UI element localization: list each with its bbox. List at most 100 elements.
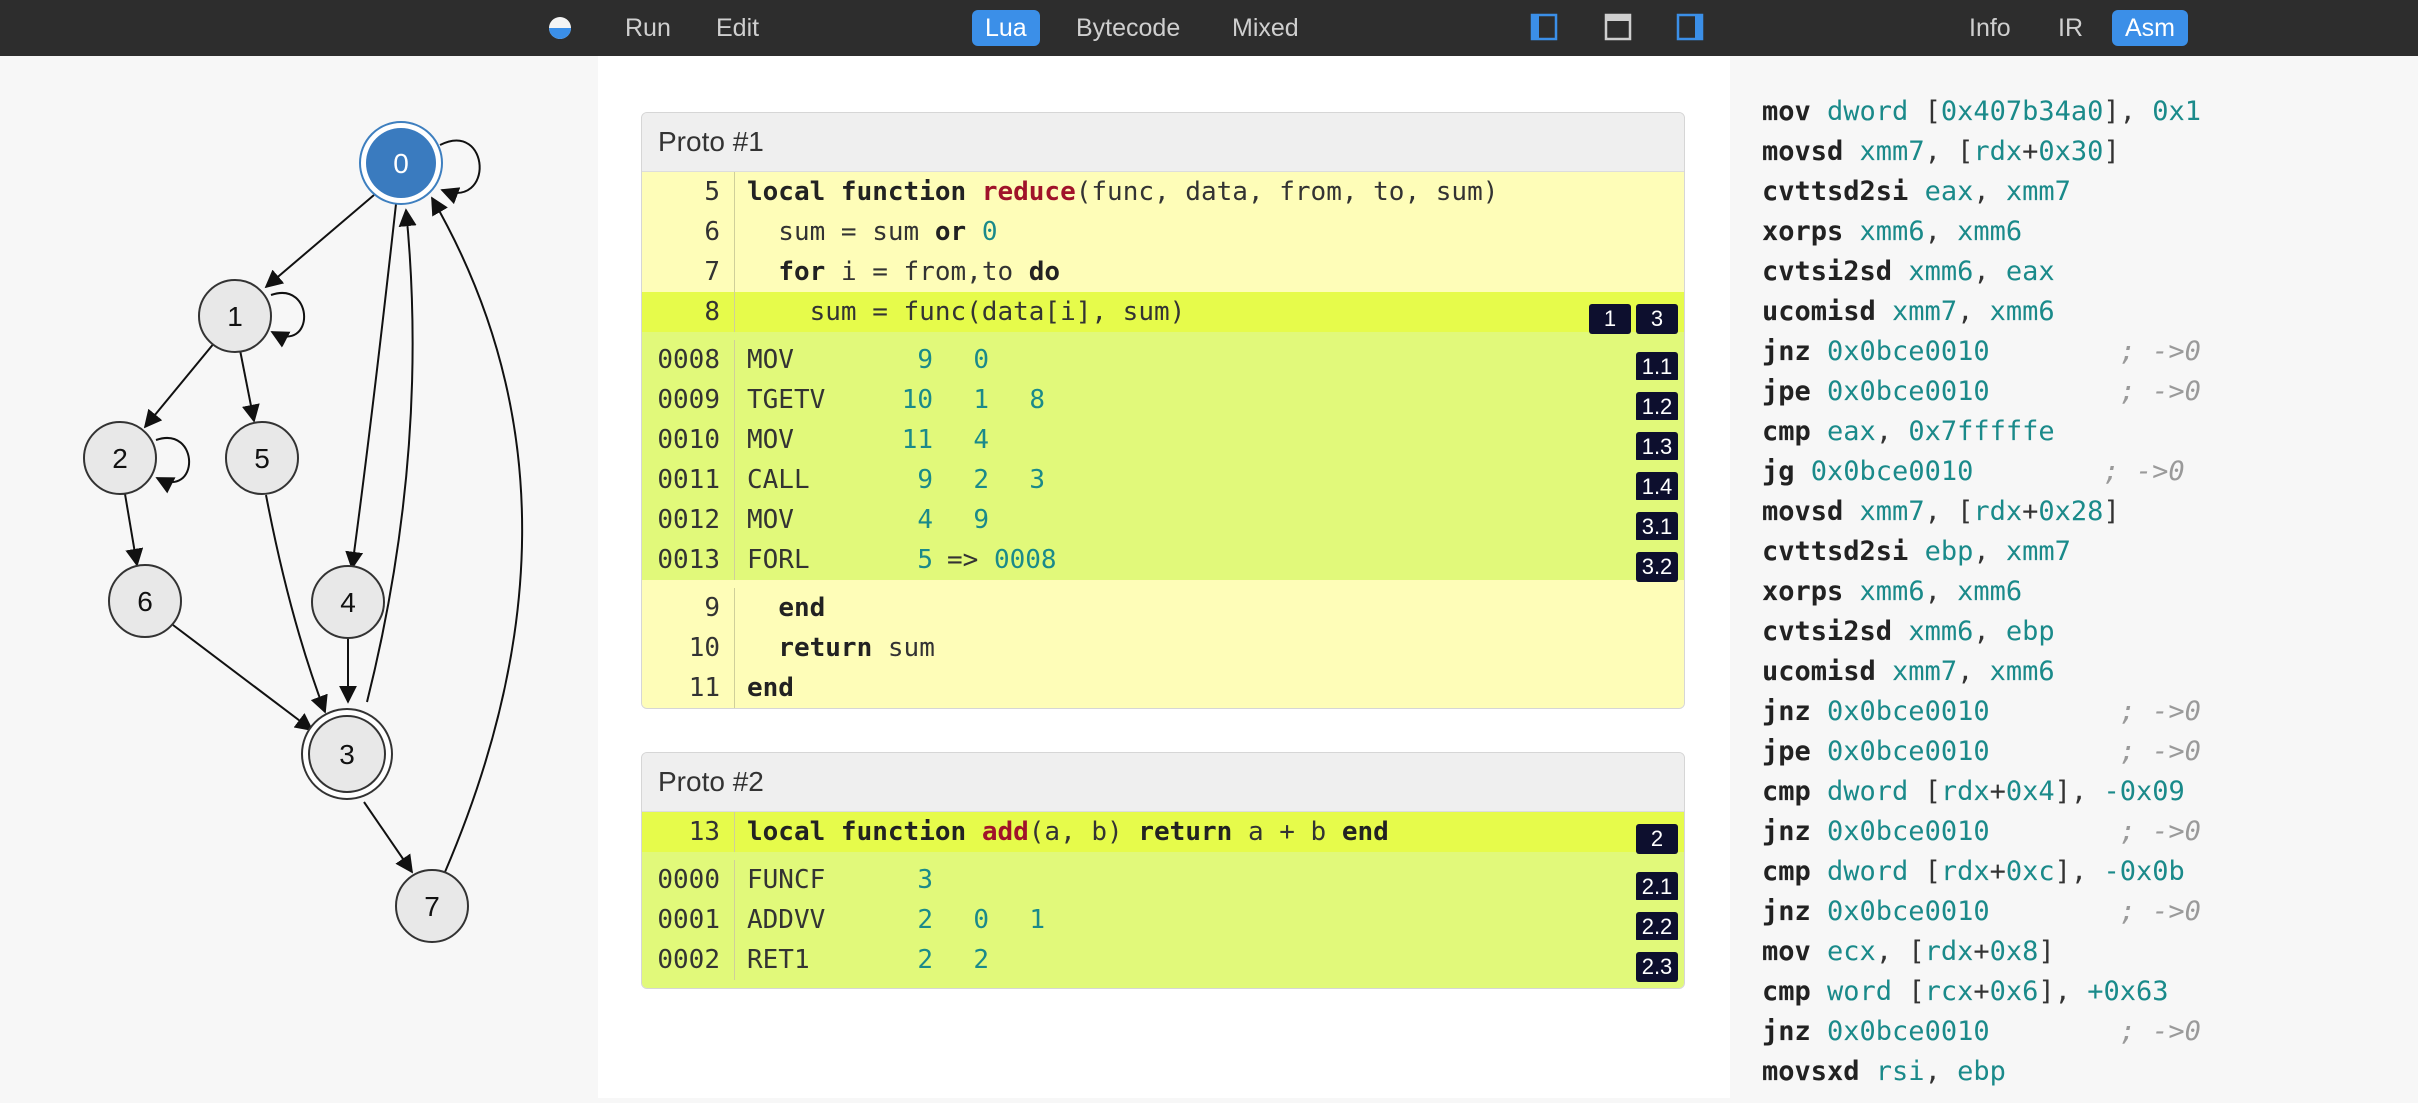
trace-badge[interactable]: 3	[1636, 304, 1678, 334]
toolbar: Run Edit Lua Bytecode Mixed Info IR Asm	[0, 0, 2418, 56]
asm-line[interactable]: jnz 0x0bce0010 ; ->0	[1762, 812, 2201, 852]
asm-line[interactable]: jpe 0x0bce0010 ; ->0	[1762, 732, 2201, 772]
graph-node-5[interactable]: 5	[225, 421, 299, 495]
asm-comment: ; ->0	[1989, 736, 2201, 767]
bytecode-operand: 5	[917, 545, 933, 575]
asm-line[interactable]: jnz 0x0bce0010 ; ->0	[1762, 892, 2201, 932]
graph-node-7[interactable]: 7	[395, 869, 469, 943]
source-code: local function add(a, b) return a + b en…	[735, 817, 1389, 847]
asm-operand: ebp	[2005, 616, 2055, 647]
asm-line[interactable]: xorps xmm6, xmm6	[1762, 572, 2022, 612]
asm-operand: xmm6	[1908, 256, 1974, 287]
asm-punct: +	[1973, 976, 1990, 1007]
trace-badge[interactable]: 1	[1589, 304, 1631, 334]
tab-info[interactable]: Info	[1969, 14, 2011, 42]
asm-line[interactable]: cmp dword [rdx+0xc], -0x0b	[1762, 852, 2185, 892]
trace-badge[interactable]: 2	[1636, 824, 1678, 854]
asm-mnemonic: cvtsi2sd	[1762, 616, 1909, 647]
edge-2-6	[124, 493, 144, 567]
asm-line[interactable]: jnz 0x0bce0010 ; ->0	[1762, 1012, 2201, 1052]
right-panel-icon[interactable]	[1676, 13, 1704, 41]
asm-operand: rdx	[1940, 776, 1990, 807]
asm-line[interactable]: cvtsi2sd xmm6, eax	[1762, 252, 2055, 292]
source-line[interactable]: 9 end	[642, 588, 1684, 628]
tab-mixed[interactable]: Mixed	[1232, 14, 1299, 42]
left-panel-icon[interactable]	[1530, 13, 1558, 41]
asm-operand: rdx	[1973, 136, 2023, 167]
asm-line[interactable]: mov dword [0x407b34a0], 0x1	[1762, 92, 2201, 132]
trace-badge[interactable]: 1.4	[1636, 472, 1678, 502]
run-button[interactable]: Run	[625, 14, 671, 42]
asm-line[interactable]: movsd xmm7, [rdx+0x28]	[1762, 492, 2120, 532]
source-line[interactable]: 7 for i = from,to do	[642, 252, 1684, 292]
trace-badge[interactable]: 2.1	[1636, 872, 1678, 902]
trace-badge[interactable]: 1.2	[1636, 392, 1678, 422]
trace-badges: 3.2	[1631, 546, 1678, 582]
bytecode-operand: 0	[973, 905, 989, 935]
asm-line[interactable]: jnz 0x0bce0010 ; ->0	[1762, 332, 2201, 372]
tab-lua[interactable]: Lua	[972, 10, 1040, 46]
asm-line[interactable]: cmp eax, 0x7fffffe	[1762, 412, 2055, 452]
bytecode-pc: 0008	[642, 340, 735, 380]
top-panel-icon[interactable]	[1604, 13, 1632, 41]
graph-node-2[interactable]: 2	[83, 421, 157, 495]
half-circle-icon[interactable]	[547, 15, 573, 41]
asm-line[interactable]: cvttsd2si eax, xmm7	[1762, 172, 2071, 212]
bytecode-operand: 3	[1029, 465, 1045, 495]
trace-badges: 1.2	[1631, 386, 1678, 422]
trace-badge[interactable]: 1.1	[1636, 352, 1678, 382]
asm-line[interactable]: cmp word [rcx+0x6], +0x63	[1762, 972, 2168, 1012]
asm-line[interactable]: ucomisd xmm7, xmm6	[1762, 292, 2055, 332]
trace-badge[interactable]: 3.1	[1636, 512, 1678, 542]
asm-line[interactable]: jnz 0x0bce0010 ; ->0	[1762, 692, 2201, 732]
trace-badge[interactable]: 2.3	[1636, 952, 1678, 982]
asm-line[interactable]: movsxd rsi, ebp	[1762, 1052, 2006, 1092]
tab-bytecode[interactable]: Bytecode	[1076, 14, 1181, 42]
trace-badge[interactable]: 2.2	[1636, 912, 1678, 942]
asm-line[interactable]: cvtsi2sd xmm6, ebp	[1762, 612, 2055, 652]
asm-line[interactable]: movsd xmm7, [rdx+0x30]	[1762, 132, 2120, 172]
asm-line[interactable]: cmp dword [rdx+0x4], -0x09	[1762, 772, 2185, 812]
code-token: sum = func(data[i], sum)	[747, 297, 1186, 327]
asm-line[interactable]: jpe 0x0bce0010 ; ->0	[1762, 372, 2201, 412]
asm-line[interactable]: mov ecx, [rdx+0x8]	[1762, 932, 2055, 972]
asm-line[interactable]: xorps xmm6, xmm6	[1762, 212, 2022, 252]
asm-line[interactable]: jg 0x0bce0010 ; ->0	[1762, 452, 2185, 492]
line-number: 7	[642, 252, 735, 292]
trace-badge[interactable]: 1.3	[1636, 432, 1678, 462]
code-token: (func, data, from, to, sum)	[1075, 177, 1499, 207]
tab-ir[interactable]: IR	[2058, 14, 2083, 42]
graph-node-3[interactable]: 3	[301, 708, 393, 800]
edit-button[interactable]: Edit	[716, 14, 760, 42]
tab-asm[interactable]: Asm	[2112, 10, 2188, 46]
trace-badge[interactable]: 3.2	[1636, 552, 1678, 582]
graph-node-4[interactable]: 4	[311, 565, 385, 639]
asm-operand: ebp	[1957, 1056, 2006, 1087]
graph-node-6[interactable]: 6	[108, 564, 182, 638]
asm-mnemonic: xorps	[1762, 576, 1860, 607]
source-line[interactable]: 6 sum = sum or 0	[642, 212, 1684, 252]
jump-target[interactable]: 0008	[993, 545, 1057, 575]
asm-operand: eax	[1924, 176, 1974, 207]
asm-mnemonic: cmp	[1762, 856, 1828, 887]
graph-node-0[interactable]: 0	[359, 121, 443, 205]
source-line[interactable]: 10 return sum	[642, 628, 1684, 668]
graph-node-1[interactable]: 1	[198, 279, 272, 353]
asm-line[interactable]: ucomisd xmm7, xmm6	[1762, 652, 2055, 692]
asm-punct: [	[1924, 776, 1941, 807]
asm-line[interactable]: cvttsd2si ebp, xmm7	[1762, 532, 2071, 572]
